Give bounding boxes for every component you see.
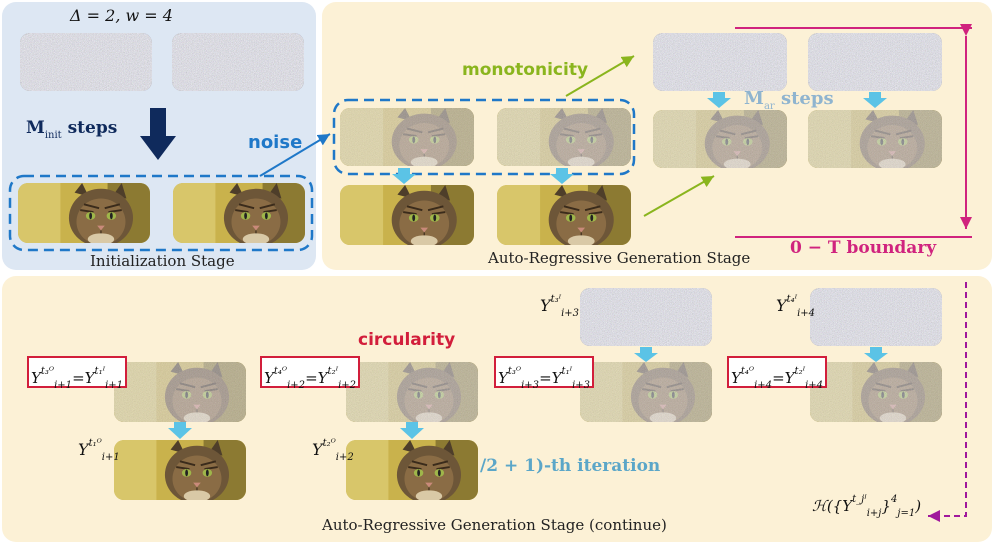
iteration-label: /2 + 1)-th iteration — [480, 456, 661, 476]
noise-tile — [653, 33, 787, 91]
noisy-cat-tile — [114, 362, 246, 422]
monotonicity-label: monotonicity — [462, 60, 589, 80]
circularity-equation-box: Yt₃ᴼi+3=Yt₁ᴵi+3 — [494, 356, 595, 391]
noise-label: noise — [248, 132, 303, 153]
noisy-cat-tile — [346, 362, 478, 422]
ar-stage-label: Auto-Regressive Generation Stage — [488, 249, 751, 267]
noise-tile — [172, 33, 304, 91]
circularity-equation-box: Yt₃ᴼi+1=Yt₁ᴵi+1 — [27, 356, 128, 391]
noise-tile — [808, 33, 942, 91]
noisy-cat-tile — [810, 362, 942, 422]
h-formula: ℋ({Yt_jᴵi+j}4j=1) — [812, 494, 922, 519]
noisy-cat-tile — [340, 108, 474, 166]
noise-tile — [20, 33, 152, 91]
noisy-cat-tile — [580, 362, 712, 422]
cat-image-tile — [340, 185, 474, 245]
circularity-label: circularity — [358, 330, 456, 350]
boundary-label: 0 − T boundary — [790, 238, 937, 258]
noise-tile — [810, 288, 942, 346]
ar-steps-label: Mar steps — [744, 88, 834, 112]
input-label-3: Yt₃ᴵi+3 — [540, 294, 580, 319]
noise-tile — [580, 288, 712, 346]
init-steps-label: Minit steps — [26, 118, 118, 141]
noisy-cat-tile — [497, 108, 631, 166]
cont-stage-label: Auto-Regressive Generation Stage (contin… — [322, 516, 667, 534]
noisy-cat-tile — [808, 110, 942, 168]
input-label-4: Yt₄ᴵi+4 — [776, 294, 816, 319]
init-params: Δ = 2, w = 4 — [70, 6, 173, 25]
noisy-cat-tile — [653, 110, 787, 168]
output-label-2: Yt₂ᴼi+2 — [312, 438, 354, 463]
cat-image-tile — [114, 440, 246, 500]
cat-image-tile — [18, 183, 150, 243]
cat-image-tile — [497, 185, 631, 245]
circularity-equation-box: Yt₄ᴼi+2=Yt₂ᴵi+2 — [260, 356, 361, 391]
cat-image-tile — [346, 440, 478, 500]
circularity-equation-box: Yt₄ᴼi+4=Yt₂ᴵi+4 — [727, 356, 828, 391]
init-stage-label: Initialization Stage — [90, 252, 235, 270]
cat-image-tile — [173, 183, 305, 243]
output-label-1: Yt₁ᴼi+1 — [78, 438, 120, 463]
